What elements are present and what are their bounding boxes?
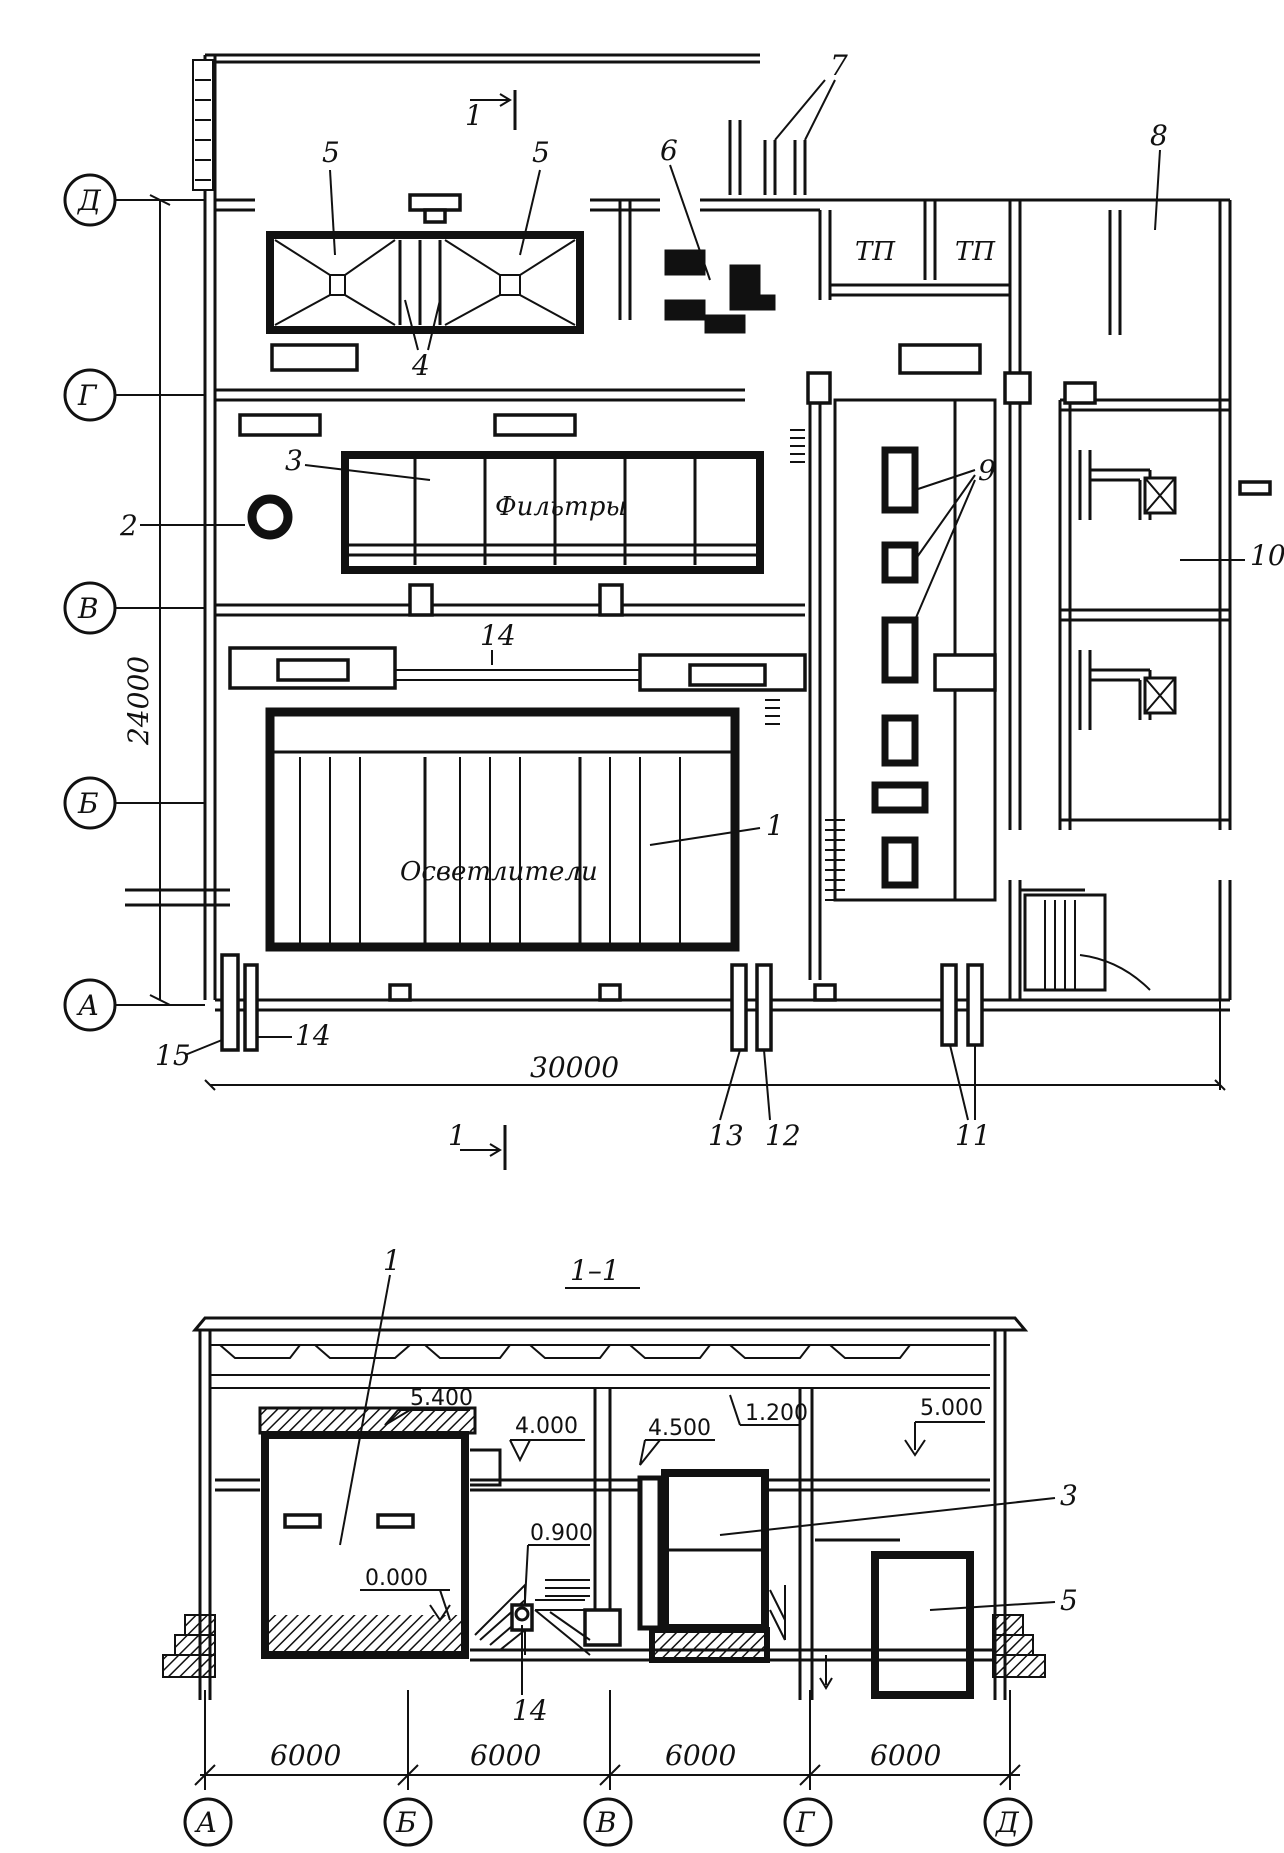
clarifiers-block: Осветлители <box>265 707 740 952</box>
svg-text:4.000: 4.000 <box>515 1414 578 1439</box>
svg-text:9: 9 <box>978 454 996 487</box>
outlet-pipes <box>220 953 984 1052</box>
svg-text:4: 4 <box>411 349 430 382</box>
svg-text:0.900: 0.900 <box>530 1521 593 1546</box>
item-2-tank <box>247 494 293 540</box>
dim-line-24000 <box>149 194 171 1006</box>
left-wall <box>203 55 217 1000</box>
plan-axis-d: Д <box>63 173 205 227</box>
svg-text:1.200: 1.200 <box>745 1401 808 1426</box>
svg-text:13: 13 <box>708 1119 744 1152</box>
svg-text:А: А <box>194 1806 217 1839</box>
svg-text:5: 5 <box>322 136 340 169</box>
plan-axis-g: Г <box>63 368 205 422</box>
svg-text:1: 1 <box>383 1244 401 1277</box>
svg-text:6000: 6000 <box>870 1739 941 1772</box>
svg-text:1: 1 <box>448 1119 466 1152</box>
svg-text:Б: Б <box>395 1806 417 1839</box>
dim-line-30000 <box>204 1000 1226 1091</box>
svg-text:10: 10 <box>1250 539 1284 572</box>
svg-text:5.400: 5.400 <box>410 1386 473 1411</box>
clarifiers-label: Осветлители <box>400 857 598 887</box>
left-wall-hatch <box>192 59 214 191</box>
plan-axis-b: Б <box>63 776 205 830</box>
svg-text:В: В <box>77 592 99 625</box>
svg-text:4.500: 4.500 <box>648 1416 711 1441</box>
svg-text:3: 3 <box>285 444 303 477</box>
foundations <box>162 1614 1046 1678</box>
svg-text:6: 6 <box>660 134 678 167</box>
svg-text:Г: Г <box>795 1806 816 1839</box>
filters-block: Фильтры <box>341 451 764 574</box>
section-mark-top: 1 <box>465 90 517 132</box>
svg-text:11: 11 <box>955 1119 991 1152</box>
bottom-wall <box>215 998 1230 1012</box>
svg-text:5.000: 5.000 <box>920 1396 983 1421</box>
svg-text:7: 7 <box>830 49 848 82</box>
svg-text:5: 5 <box>532 136 550 169</box>
svg-text:В: В <box>595 1806 617 1839</box>
row-line-v <box>215 603 805 617</box>
section-title: 1–1 <box>570 1254 620 1287</box>
section-axis-bubbles: А Б В Г Д <box>183 1797 1033 1847</box>
plan-axis-a: А <box>63 978 205 1032</box>
svg-text:2: 2 <box>119 509 138 542</box>
tank-5-pair <box>266 231 584 334</box>
item-6-blocks <box>664 249 776 334</box>
plan-callouts: 1 2 3 4 5 5 6 7 8 9 10 11 12 13 <box>119 49 1284 1152</box>
section-clarifier <box>258 1406 477 1659</box>
section-pump-14 <box>474 1579 786 1656</box>
section-dimensions: 6000 6000 6000 6000 <box>194 1690 1021 1790</box>
dim-24000: 24000 <box>122 656 155 746</box>
tp-label-1: ТП <box>855 237 896 267</box>
section-mark-bottom: 1 <box>448 1119 507 1170</box>
svg-text:Д: Д <box>994 1806 1020 1839</box>
svg-text:0.000: 0.000 <box>365 1566 428 1591</box>
svg-text:3: 3 <box>1060 1479 1078 1512</box>
svg-text:Д: Д <box>76 184 102 217</box>
section-view: 1–1 <box>162 1244 1078 1847</box>
svg-text:Г: Г <box>77 379 98 412</box>
plan-view: Фильтры Осветлители <box>63 49 1284 1170</box>
svg-text:6000: 6000 <box>470 1739 541 1772</box>
roof <box>191 1316 1029 1332</box>
row-line-g <box>215 388 745 402</box>
svg-text:12: 12 <box>765 1119 801 1152</box>
svg-text:А: А <box>76 989 99 1022</box>
svg-text:Б: Б <box>77 787 99 820</box>
svg-text:15: 15 <box>155 1039 191 1072</box>
svg-text:1: 1 <box>766 809 784 842</box>
item-10-pumps <box>1078 450 1272 730</box>
elevation-marks: 5.400 4.000 4.500 1.200 5.000 0.900 0.00… <box>360 1386 985 1622</box>
section-tank-5 <box>815 1538 974 1699</box>
dim-30000: 30000 <box>530 1051 619 1084</box>
filters-label: Фильтры <box>495 492 627 522</box>
svg-text:5: 5 <box>1060 1584 1078 1617</box>
top-wall <box>205 53 760 64</box>
svg-text:6000: 6000 <box>665 1739 736 1772</box>
svg-text:14: 14 <box>480 619 516 652</box>
right-wall <box>1218 200 1232 830</box>
section-filter <box>637 1469 770 1663</box>
svg-text:6000: 6000 <box>270 1739 341 1772</box>
tp-label-2: ТП <box>955 237 996 267</box>
svg-text:1: 1 <box>465 99 483 132</box>
svg-text:14: 14 <box>512 1694 548 1727</box>
svg-text:14: 14 <box>295 1019 331 1052</box>
svg-text:8: 8 <box>1150 119 1168 152</box>
section-callouts: 1 3 5 14 <box>339 1244 1078 1727</box>
plan-axis-v: В <box>63 581 205 635</box>
item-9-units <box>871 446 997 889</box>
